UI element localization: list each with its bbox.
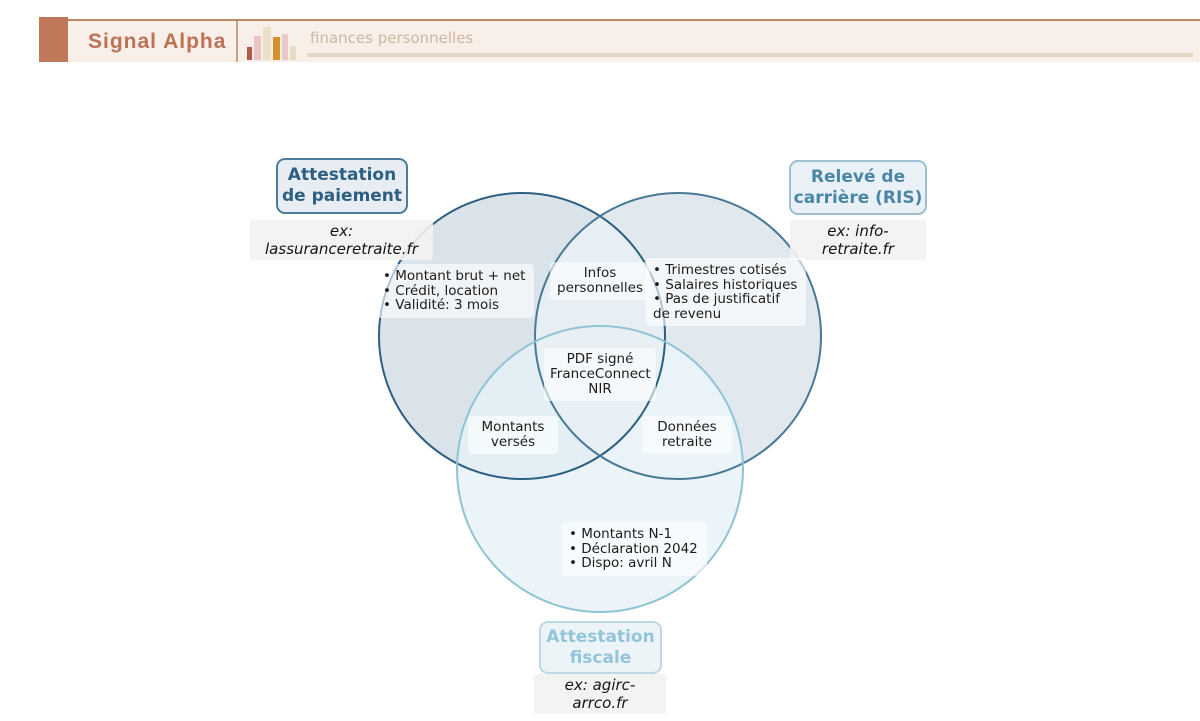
example-site-left: ex: lassuranceretraite.fr (250, 220, 433, 260)
list-item-continuation: de revenu (653, 305, 722, 322)
intersection-label-montants-verses: Montants versés (468, 416, 558, 454)
list-item: Dispo: avril N (569, 556, 698, 571)
header-divider (236, 21, 238, 62)
region-line: NIR (588, 381, 612, 397)
set-title-line: carrière (RIS) (793, 187, 923, 208)
region-line: FranceConnect (550, 366, 651, 382)
right-set-items: Trimestres cotisés Salaires historiques … (646, 258, 807, 327)
list-item: Montants N-1 (569, 527, 698, 542)
example-site-bottom: ex: agirc-arrco.fr (534, 674, 666, 714)
set-title-line: Attestation (546, 626, 655, 647)
header-top-line (39, 19, 1200, 21)
intersection-label-center: PDF signé FranceConnect NIR (544, 348, 656, 401)
list-item: Pas de justificatif (653, 292, 797, 307)
region-line: PDF signé (566, 351, 634, 367)
set-title-line: fiscale (569, 647, 632, 668)
region-line: versés (490, 434, 536, 450)
list-item: Salaires historiques (653, 277, 797, 293)
list-item: Montant brut + net (383, 269, 525, 284)
accent-square (39, 17, 68, 62)
search-input[interactable]: finances personnelles (307, 21, 1193, 62)
set-title-attestation-paiement: Attestation de paiement (276, 158, 408, 214)
set-title-releve-carriere: Relevé de carrière (RIS) (789, 160, 927, 215)
left-set-items: Montant brut + net Crédit, location Vali… (376, 264, 535, 318)
set-title-line: Relevé de (810, 166, 906, 187)
list-item: Déclaration 2042 (569, 541, 697, 557)
example-site-right: ex: info-retraite.fr (790, 220, 926, 260)
region-line: Infos (583, 265, 617, 281)
region-line: Données (657, 419, 717, 435)
region-line: Montants (481, 419, 545, 435)
search-query-text: finances personnelles (310, 29, 474, 47)
search-underline (307, 53, 1193, 57)
intersection-label-infos-personnelles: Infos personnelles (550, 262, 650, 300)
set-title-line: Attestation (287, 165, 397, 186)
list-item: Validité: 3 mois (383, 298, 525, 313)
set-title-attestation-fiscale: Attestation fiscale (539, 621, 662, 674)
bar-chart-icon (245, 24, 300, 61)
bottom-circle-outline (456, 325, 744, 613)
list-item: Crédit, location (383, 283, 525, 299)
region-line: personnelles (557, 280, 643, 296)
list-item: Trimestres cotisés (653, 263, 797, 278)
set-title-line: de paiement (281, 186, 403, 206)
bottom-set-items: Montants N-1 Déclaration 2042 Dispo: avr… (562, 522, 707, 576)
intersection-label-donnees-retraite: Données retraite (642, 416, 732, 454)
left-circle-outline (378, 192, 666, 480)
brand-title: Signal Alpha (88, 30, 227, 53)
right-circle-outline (534, 192, 822, 480)
region-line: retraite (661, 434, 713, 450)
